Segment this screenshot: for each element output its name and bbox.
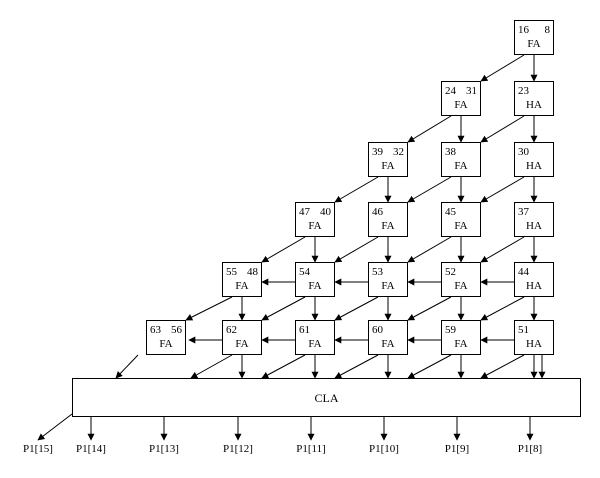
full-adder-cell: 47 40 FA — [295, 202, 335, 237]
carry-arrow — [407, 296, 452, 321]
full-adder-cell: 62 FA — [222, 320, 262, 355]
carry-arrow — [261, 296, 306, 321]
half-adder-cell: 37 HA — [514, 202, 554, 237]
carry-arrow — [407, 236, 452, 263]
full-adder-cell: 63 56 FA — [146, 320, 186, 355]
carry-arrow — [261, 354, 306, 379]
output-label: P1[15] — [23, 443, 53, 455]
full-adder-cell: 24 31 FA — [441, 81, 481, 116]
full-adder-cell: 59 FA — [441, 320, 481, 355]
output-label: P1[12] — [223, 443, 253, 455]
full-adder-cell: 45 FA — [441, 202, 481, 237]
full-adder-cell: 52 FA — [441, 262, 481, 297]
carry-arrow — [480, 236, 525, 263]
full-adder-cell: 38 FA — [441, 142, 481, 177]
full-adder-cell: 46 FA — [368, 202, 408, 237]
full-adder-cell: 39 32 FA — [368, 142, 408, 177]
carry-arrow — [334, 236, 379, 263]
carry-arrow — [480, 354, 525, 379]
carry-arrow — [480, 54, 525, 82]
half-adder-cell: 51 HA — [514, 320, 554, 355]
full-adder-cell: 61 FA — [295, 320, 335, 355]
carry-arrow — [480, 176, 525, 203]
half-adder-cell: 23 HA — [514, 81, 554, 116]
carry-arrow — [407, 176, 452, 203]
carry-arrow — [480, 296, 525, 321]
full-adder-cell: 55 48 FA — [222, 262, 262, 297]
full-adder-cell: 16 8 FA — [514, 20, 554, 55]
carry-lookahead-adder-block: CLA — [72, 378, 581, 417]
output-label: P1[9] — [444, 443, 470, 455]
half-adder-cell: 44 HA — [514, 262, 554, 297]
output-arrow — [37, 413, 73, 441]
output-label: P1[10] — [369, 443, 399, 455]
carry-arrow — [480, 115, 525, 143]
full-adder-cell: 54 FA — [295, 262, 335, 297]
carry-arrow — [334, 296, 379, 321]
output-label: P1[13] — [149, 443, 179, 455]
carry-arrow — [407, 354, 452, 379]
full-adder-cell: 60 FA — [368, 320, 408, 355]
half-adder-cell: 30 HA — [514, 142, 554, 177]
full-adder-cell: 53 FA — [368, 262, 408, 297]
output-label: P1[14] — [76, 443, 106, 455]
output-label: P1[8] — [517, 443, 543, 455]
carry-arrow — [261, 236, 306, 263]
output-label: P1[11] — [296, 443, 326, 455]
carry-arrow — [185, 296, 233, 321]
carry-arrow — [334, 176, 379, 203]
carry-arrow — [190, 354, 233, 379]
carry-arrow — [115, 354, 139, 379]
cla-label: CLA — [314, 391, 339, 405]
carry-arrow — [334, 354, 379, 379]
carry-arrow — [407, 115, 452, 143]
